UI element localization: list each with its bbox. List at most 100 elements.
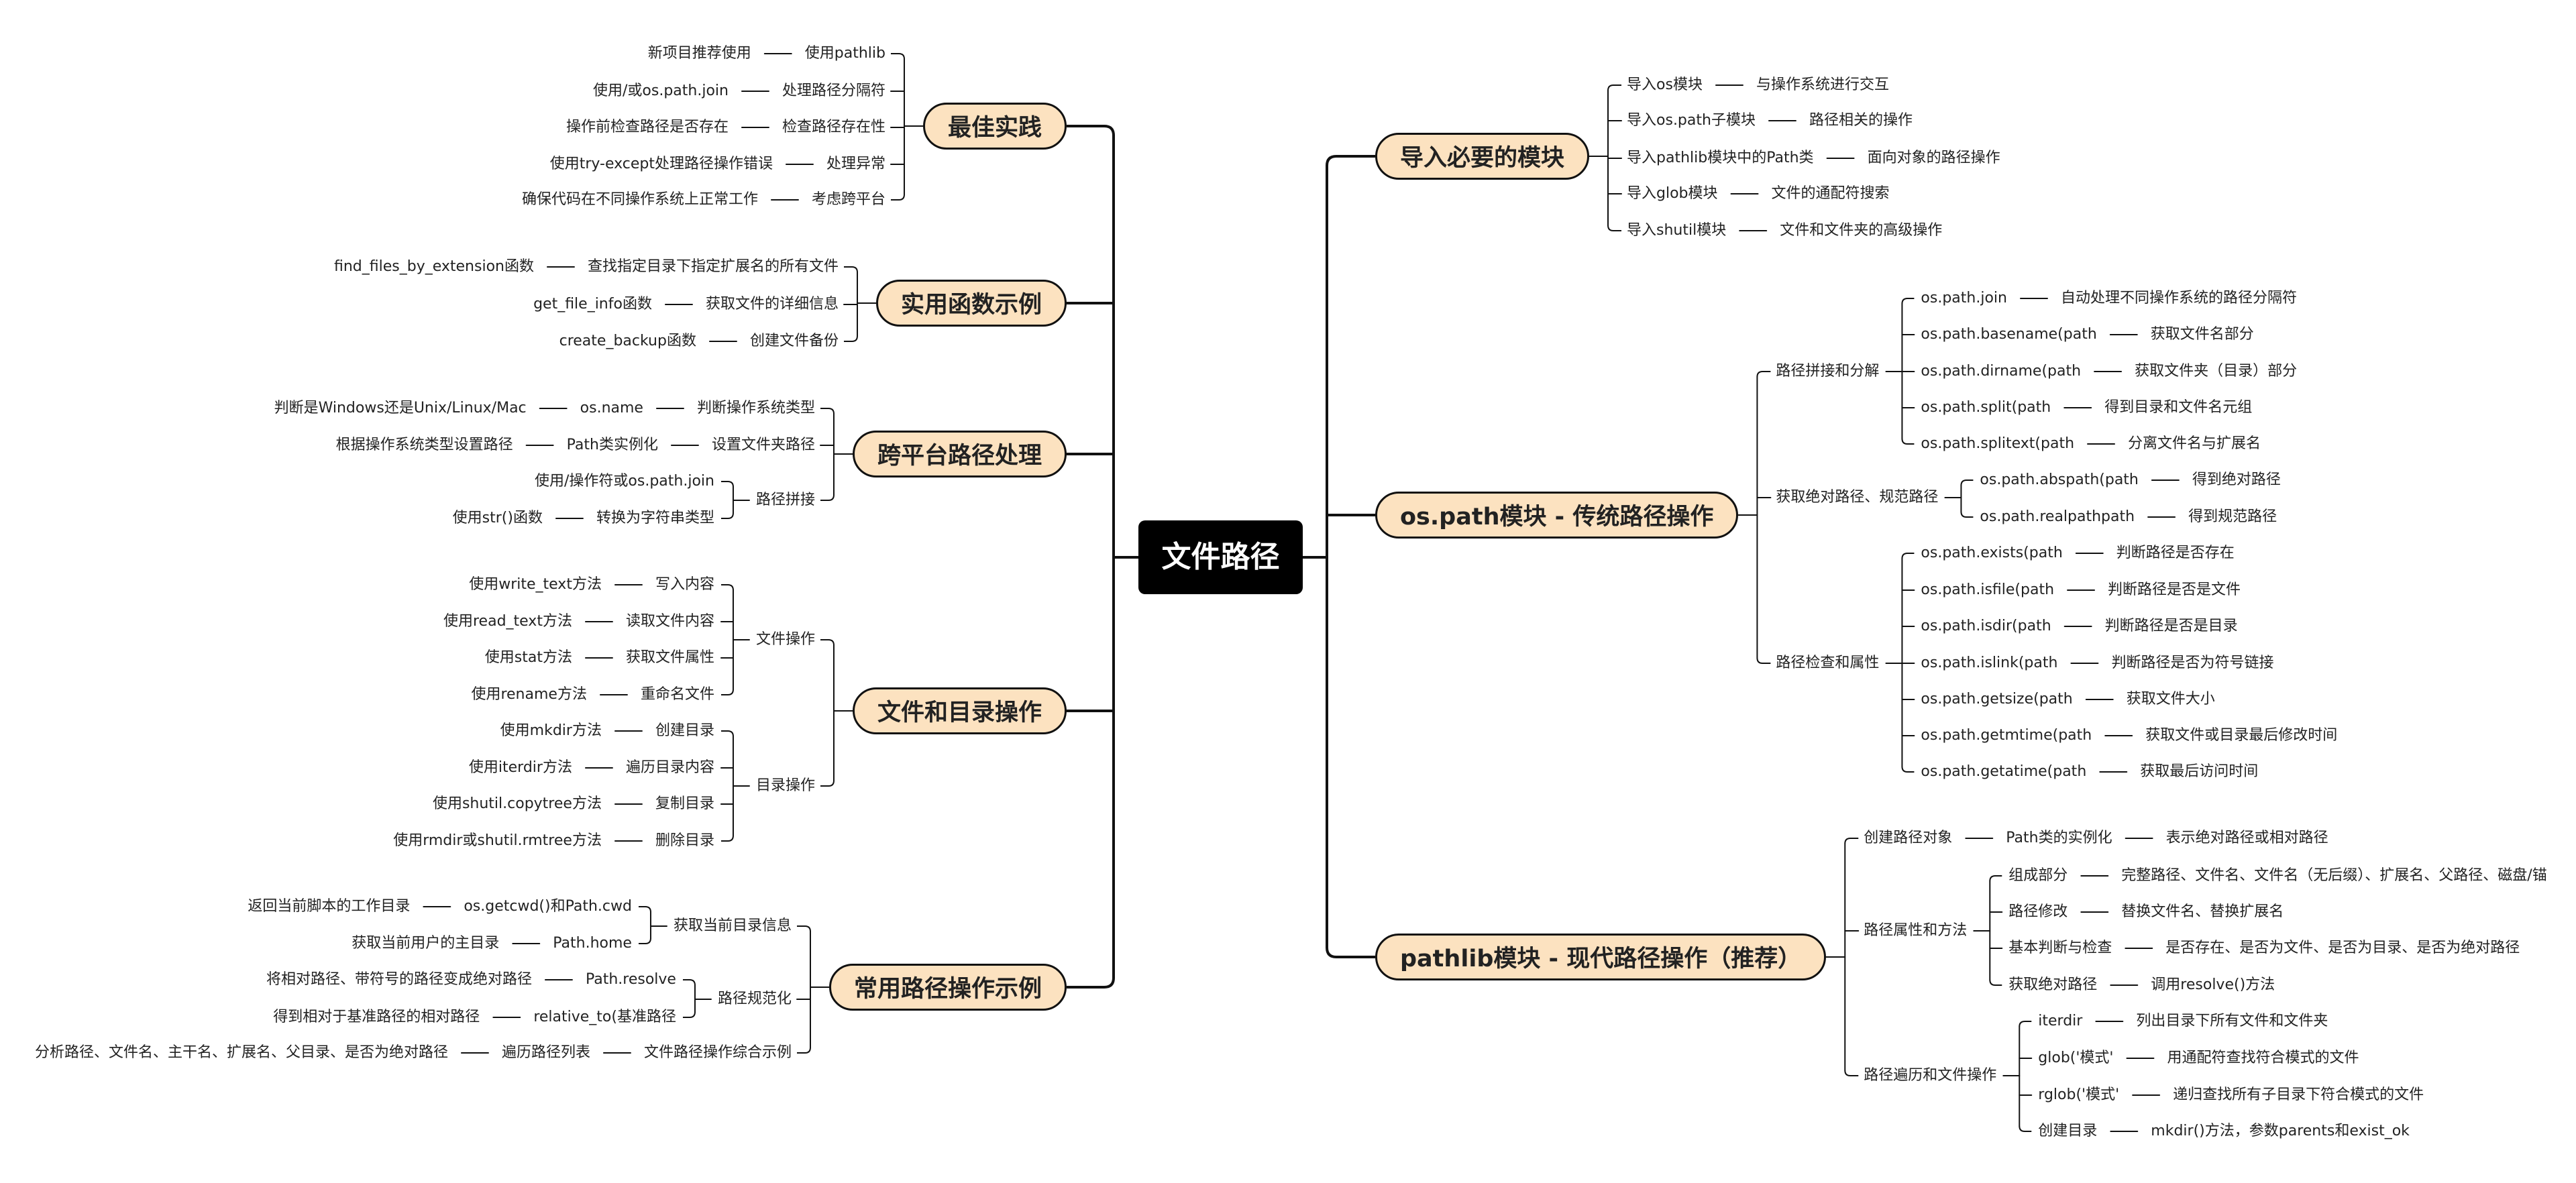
topic-3[interactable]: os.path.realpathpath [1980, 508, 2135, 525]
topic-4[interactable]: 列出目录下所有文件和文件夹 [2136, 1013, 2328, 1029]
topic-3[interactable]: 文件的通配符搜索 [1771, 185, 1890, 202]
topic-4[interactable]: 分析路径、文件名、主干名、扩展名、父目录、是否为绝对路径 [34, 1044, 448, 1061]
topic-2[interactable]: 路径规范化 [717, 991, 792, 1007]
topic-3[interactable]: iterdir [2038, 1013, 2083, 1029]
topic-3[interactable]: os.getcwd()和Path.cwd [464, 898, 632, 915]
topic-2[interactable]: 获取文件的详细信息 [705, 296, 839, 313]
topic-3[interactable]: 文件和文件夹的高级操作 [1780, 222, 1943, 239]
topic-3[interactable]: os.path.basename(path [1921, 326, 2097, 343]
topic-3[interactable]: 新项目推荐使用 [647, 45, 751, 62]
topic-2[interactable]: 导入os模块 [1627, 76, 1703, 93]
topic-4[interactable]: 替换文件名、替换扩展名 [2121, 903, 2284, 920]
topic-4[interactable]: 使用rmdir或shutil.rmtree方法 [393, 832, 602, 849]
topic-4[interactable]: 使用read_text方法 [443, 613, 572, 630]
topic-2[interactable]: 获取当前目录信息 [673, 917, 792, 934]
topic-4[interactable]: 获取文件或目录最后修改时间 [2145, 727, 2338, 744]
topic-4[interactable]: 获取文件名部分 [2150, 326, 2254, 343]
topic-3[interactable]: glob('模式' [2038, 1050, 2114, 1066]
topic-3[interactable]: os.path.exists(path [1921, 545, 2063, 561]
topic-3[interactable]: 面向对象的路径操作 [1867, 150, 2000, 166]
topic-4[interactable]: 完整路径、文件名、文件名（无后缀）、扩展名、父路径、磁盘/锚 [2121, 867, 2547, 884]
topic-4[interactable]: 表示绝对路径或相对路径 [2165, 830, 2328, 846]
topic-2[interactable]: 创建路径对象 [1864, 830, 1953, 846]
topic-3[interactable]: relative_to(基准路径 [533, 1009, 676, 1025]
topic-2[interactable]: 检查路径存在性 [782, 119, 885, 135]
topic-4[interactable]: 判断路径是否存在 [2116, 545, 2235, 561]
main-topic-cross-platform[interactable]: 跨平台路径处理 [852, 431, 1067, 477]
topic-4[interactable]: 使用stat方法 [484, 649, 572, 666]
topic-4[interactable]: 使用shutil.copytree方法 [432, 795, 602, 812]
topic-4[interactable]: 获取当前用户的主目录 [352, 935, 500, 952]
topic-3[interactable]: rglob('模式' [2038, 1086, 2120, 1103]
main-topic-os-path[interactable]: os.path模块 - 传统路径操作 [1375, 492, 1739, 539]
topic-2[interactable]: 目录操作 [755, 777, 815, 794]
topic-3[interactable]: os.path.abspath(path [1980, 471, 2139, 488]
topic-2[interactable]: 判断操作系统类型 [696, 400, 815, 416]
topic-2[interactable]: 文件路径操作综合示例 [643, 1044, 792, 1061]
main-topic-pathlib[interactable]: pathlib模块 - 现代路径操作（推荐） [1375, 934, 1827, 980]
topic-4[interactable]: 得到目录和文件名元组 [2104, 399, 2253, 416]
topic-3[interactable]: find_files_by_extension函数 [334, 258, 534, 275]
topic-4[interactable]: 得到绝对路径 [2192, 471, 2281, 488]
topic-3[interactable]: 创建目录 [2038, 1123, 2098, 1139]
topic-2[interactable]: 文件操作 [755, 631, 815, 648]
topic-3[interactable]: os.path.getsize(path [1921, 691, 2073, 708]
topic-3[interactable]: os.path.join [1921, 290, 2007, 306]
topic-3[interactable]: get_file_info函数 [533, 296, 652, 313]
topic-3[interactable]: 路径相关的操作 [1809, 112, 1913, 129]
topic-3[interactable]: os.path.dirname(path [1921, 363, 2082, 380]
topic-3[interactable]: os.path.getatime(path [1921, 763, 2087, 780]
topic-3[interactable]: 基本判断与检查 [2008, 940, 2112, 956]
topic-2[interactable]: 路径拼接 [755, 492, 815, 508]
topic-4[interactable]: 使用rename方法 [471, 686, 587, 703]
topic-2[interactable]: 路径拼接和分解 [1776, 363, 1880, 380]
topic-2[interactable]: 路径属性和方法 [1864, 922, 1968, 939]
topic-4[interactable]: 判断路径是否是目录 [2104, 618, 2238, 634]
topic-2[interactable]: 考虑跨平台 [811, 191, 885, 208]
topic-3[interactable]: os.path.splitext(path [1921, 435, 2075, 452]
topic-3[interactable]: os.path.islink(path [1921, 655, 2058, 671]
topic-4[interactable]: 获取最后访问时间 [2140, 763, 2259, 780]
topic-2[interactable]: 导入shutil模块 [1627, 222, 1727, 239]
main-topic-file-dir-ops[interactable]: 文件和目录操作 [852, 687, 1067, 734]
topic-3[interactable]: 写入内容 [655, 576, 714, 593]
main-topic-best-practice[interactable]: 最佳实践 [922, 103, 1067, 150]
topic-3[interactable]: Path.home [553, 935, 632, 952]
topic-3[interactable]: 创建目录 [655, 722, 714, 739]
topic-3[interactable]: 遍历目录内容 [625, 759, 714, 776]
topic-2[interactable]: 导入os.path子模块 [1627, 112, 1756, 129]
topic-3[interactable]: Path类的实例化 [2006, 830, 2112, 846]
topic-3[interactable]: 转换为字符串类型 [596, 510, 714, 526]
topic-2[interactable]: 路径检查和属性 [1776, 655, 1880, 671]
topic-4[interactable]: 得到规范路径 [2188, 508, 2277, 525]
topic-3[interactable]: 删除目录 [655, 832, 714, 849]
topic-4[interactable]: 调用resolve()方法 [2151, 976, 2275, 993]
topic-2[interactable]: 使用pathlib [804, 45, 885, 62]
topic-4[interactable]: 使用write_text方法 [469, 576, 602, 593]
topic-3[interactable]: 确保代码在不同操作系统上正常工作 [521, 191, 758, 208]
topic-3[interactable]: Path类实例化 [566, 437, 658, 453]
topic-4[interactable]: 获取文件大小 [2126, 691, 2215, 708]
topic-4[interactable]: 判断是Windows还是Unix/Linux/Mac [274, 400, 527, 416]
topic-3[interactable]: os.name [580, 400, 643, 416]
topic-4[interactable]: mkdir()方法，参数parents和exist_ok [2151, 1123, 2410, 1139]
topic-3[interactable]: 遍历路径列表 [501, 1044, 590, 1061]
topic-3[interactable]: os.path.isfile(path [1921, 581, 2055, 598]
topic-3[interactable]: 路径修改 [2008, 903, 2068, 920]
topic-3[interactable]: 重命名文件 [640, 686, 714, 703]
topic-4[interactable]: 分离文件名与扩展名 [2128, 435, 2261, 452]
topic-2[interactable]: 设置文件夹路径 [711, 437, 815, 453]
topic-4[interactable]: 是否存在、是否为文件、是否为目录、是否为绝对路径 [2165, 940, 2520, 956]
topic-4[interactable]: 自动处理不同操作系统的路径分隔符 [2060, 290, 2297, 306]
topic-3[interactable]: os.path.split(path [1921, 399, 2051, 416]
topic-3[interactable]: 读取文件内容 [625, 613, 714, 630]
main-topic-common-examples[interactable]: 常用路径操作示例 [828, 964, 1067, 1011]
topic-3[interactable]: os.path.isdir(path [1921, 618, 2051, 634]
topic-3[interactable]: os.path.getmtime(path [1921, 727, 2092, 744]
topic-4[interactable]: 使用mkdir方法 [500, 722, 602, 739]
topic-4[interactable]: 递归查找所有子目录下符合模式的文件 [2173, 1086, 2424, 1103]
topic-4[interactable]: 根据操作系统类型设置路径 [335, 437, 513, 453]
topic-3[interactable]: 使用/或os.path.join [593, 82, 729, 99]
root-topic[interactable]: 文件路径 [1138, 520, 1303, 594]
topic-3[interactable]: 获取文件属性 [625, 649, 714, 666]
